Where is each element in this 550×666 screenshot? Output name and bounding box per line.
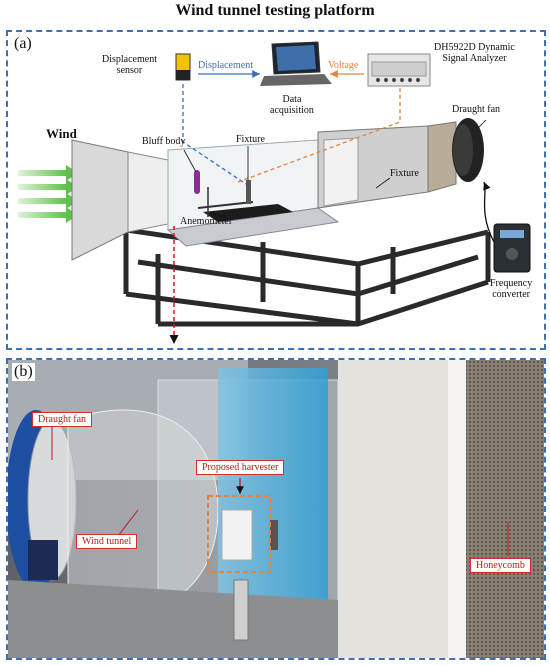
panel-a: (a) bbox=[6, 30, 546, 350]
panel-b-label: (b) bbox=[12, 363, 35, 381]
laptop-icon bbox=[260, 41, 332, 86]
inlet-contraction bbox=[71, 139, 169, 261]
data-acquisition-label: Data acquisition bbox=[270, 94, 314, 116]
frequency-converter-label: Frequency converter bbox=[490, 278, 533, 300]
test-section bbox=[166, 139, 340, 247]
panel-a-label: (a) bbox=[12, 35, 34, 53]
draught-fan-callout: Draught fan bbox=[32, 412, 93, 427]
voltage-arrow-label: Voltage bbox=[328, 60, 359, 71]
wind-tunnel-photo bbox=[8, 360, 544, 658]
wind-tunnel-callout: Wind tunnel bbox=[76, 534, 138, 549]
honeycomb-callout: Honeycomb bbox=[470, 558, 531, 573]
wind-arrows bbox=[18, 165, 78, 223]
displacement-sensor-icon bbox=[175, 53, 191, 81]
wind-tunnel-schematic bbox=[18, 41, 531, 344]
anemometer-label: Anemometer bbox=[180, 216, 233, 227]
voltage-dashed-line bbox=[237, 88, 401, 183]
proposed-harvester-callout: Proposed harvester bbox=[196, 460, 285, 475]
harvester-highlight-box bbox=[207, 495, 271, 573]
signal-analyzer-label: DH5922D Dynamic Signal Analyzer bbox=[434, 42, 515, 64]
displacement-arrow-label: Displacement bbox=[198, 60, 253, 71]
support-frame bbox=[123, 227, 491, 327]
signal-analyzer-icon bbox=[367, 53, 431, 87]
fixture-top-label: Fixture bbox=[236, 134, 265, 145]
figure-title: Wind tunnel testing platform bbox=[175, 2, 375, 19]
draught-fan-label: Draught fan bbox=[452, 104, 501, 115]
fixture-right-label: Fixture bbox=[390, 168, 419, 179]
frequency-converter-shape bbox=[493, 223, 531, 273]
laser-dashed-line bbox=[182, 84, 247, 185]
wind-label: Wind bbox=[46, 126, 77, 141]
honeycomb-texture bbox=[466, 360, 544, 658]
panel-b: (b) Draught fan Wind tunnel Proposed har… bbox=[6, 358, 546, 660]
draught-fan-shape bbox=[452, 118, 484, 182]
diffuser-duct bbox=[317, 121, 457, 209]
bluff-body-shape bbox=[194, 170, 200, 194]
displacement-sensor-label: Displacement sensor bbox=[102, 54, 157, 76]
bluff-body-label: Bluff body bbox=[142, 136, 186, 147]
